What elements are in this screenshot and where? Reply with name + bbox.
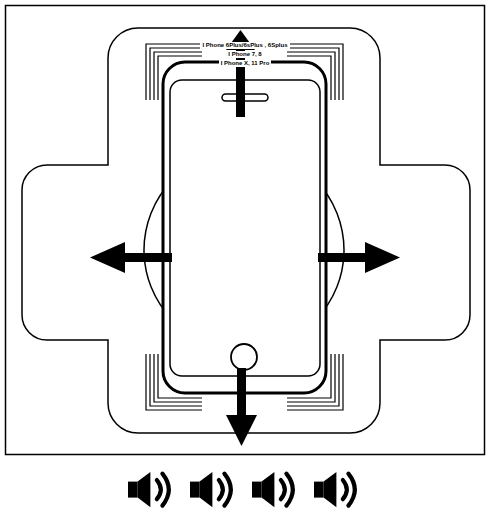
home-button — [231, 344, 257, 370]
phone-screen — [170, 80, 320, 376]
outer-frame — [6, 6, 485, 455]
direction-arrows — [90, 30, 400, 446]
alignment-brackets — [146, 44, 343, 410]
model-label: I Phone 6Plus/6sPlus , 6Splus — [200, 42, 289, 49]
model-label: I Phone X, 11 Pro — [219, 60, 272, 67]
model-label: I Phone 7, 8 — [226, 51, 263, 58]
charging-pad — [22, 28, 470, 433]
sound-icons — [128, 472, 355, 507]
